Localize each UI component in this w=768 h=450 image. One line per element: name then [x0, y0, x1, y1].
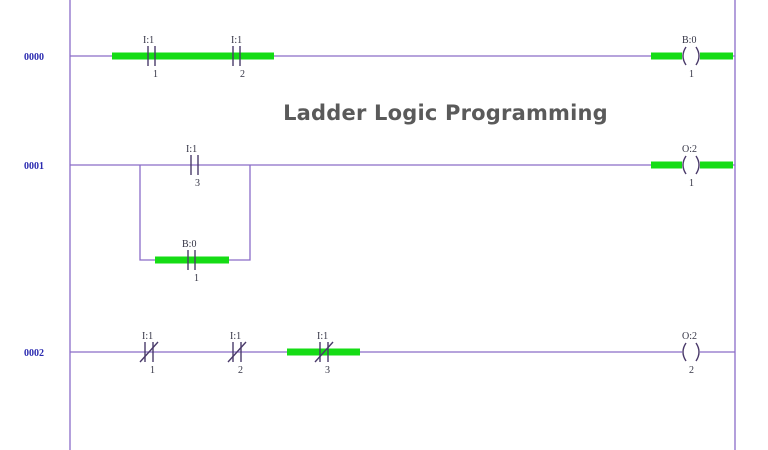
rung-number: 0000 [24, 52, 44, 63]
coil-address: O:2 [682, 144, 697, 155]
contact-address: I:1 [186, 144, 197, 155]
contact-bit: 1 [153, 69, 158, 80]
rung-0002: 0002 I:1 1 I:1 2 I:1 3 O:2 [24, 331, 735, 376]
contact-address: I:1 [142, 331, 153, 342]
contact-bit: 1 [150, 365, 155, 376]
contact-bit: 2 [238, 365, 243, 376]
contact-address: I:1 [230, 331, 241, 342]
contact-nc-i1-2[interactable]: I:1 2 [227, 331, 247, 376]
coil-bit: 2 [689, 365, 694, 376]
contact-no-i1-3[interactable]: I:1 3 [186, 144, 200, 189]
coil-bit: 1 [689, 178, 694, 189]
contact-address: I:1 [231, 35, 242, 46]
contact-no-i1-1[interactable]: I:1 1 [143, 35, 158, 80]
rung-0001: 0001 I:1 3 B:0 1 O:2 1 [24, 144, 735, 284]
rung-number: 0002 [24, 348, 44, 359]
coil-o2-2[interactable]: O:2 2 [682, 331, 700, 376]
contact-nc-i1-1[interactable]: I:1 1 [139, 331, 159, 376]
contact-no-i1-2[interactable]: I:1 2 [231, 35, 245, 80]
contact-no-b0-1-branch[interactable]: B:0 1 [182, 239, 199, 284]
rung-number: 0001 [24, 161, 44, 172]
contact-address: B:0 [182, 239, 196, 250]
contact-bit: 1 [194, 273, 199, 284]
coil-b0-1[interactable]: B:0 1 [682, 35, 700, 80]
coil-address: B:0 [682, 35, 696, 46]
contact-bit: 3 [195, 178, 200, 189]
coil-bit: 1 [689, 69, 694, 80]
contact-bit: 2 [240, 69, 245, 80]
contact-address: I:1 [317, 331, 328, 342]
contact-bit: 3 [325, 365, 330, 376]
coil-address: O:2 [682, 331, 697, 342]
rung-0000: 0000 I:1 1 I:1 2 B:0 1 [24, 35, 735, 80]
contact-address: I:1 [143, 35, 154, 46]
diagram-title: Ladder Logic Programming [283, 101, 608, 125]
coil-o2-1[interactable]: O:2 1 [682, 144, 700, 189]
contact-nc-i1-3[interactable]: I:1 3 [314, 331, 334, 376]
